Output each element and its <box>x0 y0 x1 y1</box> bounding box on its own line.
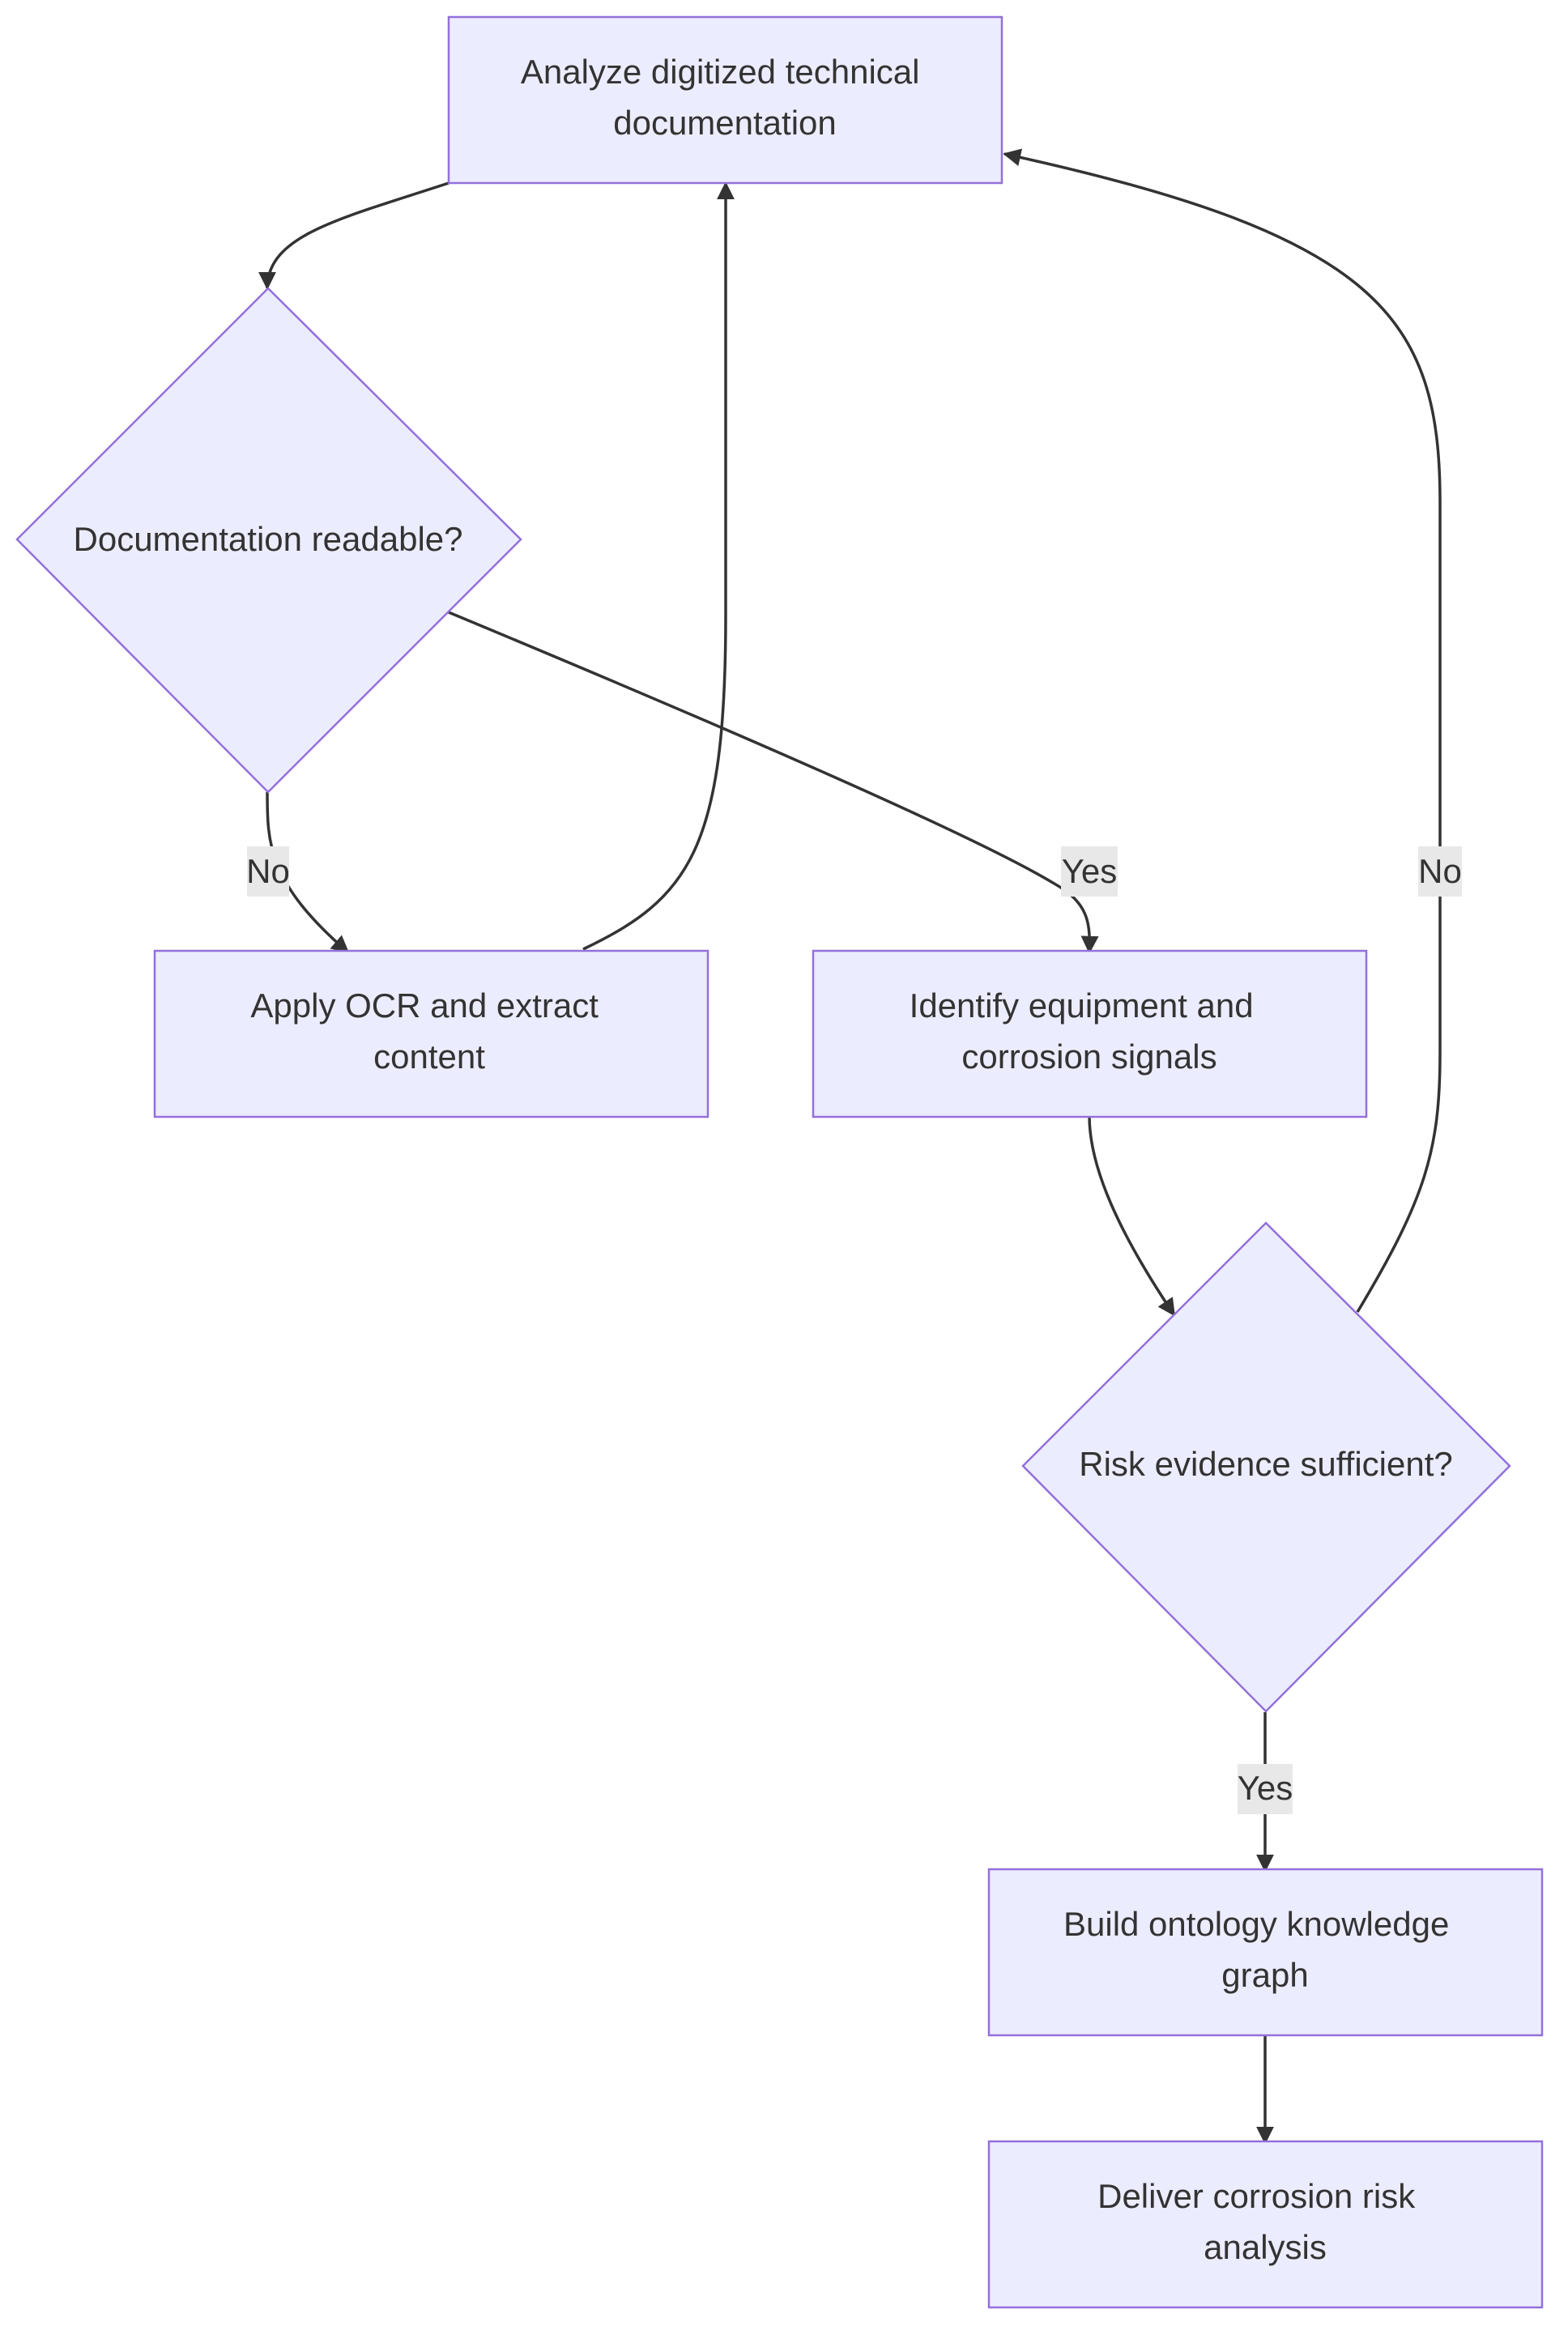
edge-ocr-to-analyze <box>582 181 735 951</box>
node-identify-equipment: Identify equipment and corrosion signals <box>812 949 1368 1118</box>
svg-text:Identify equipment and c: Identify equipment and corrosion signals <box>910 986 1263 1076</box>
node-build-ontology: Build ontology knowledge graph <box>987 1868 1544 2037</box>
svg-text:Risk evidence sufficient?: Risk evidence sufficient? <box>1079 1445 1452 1483</box>
edge-label-risk-no: No <box>1418 846 1462 897</box>
svg-text:Documentation readable?: Documentation readable? <box>74 520 463 558</box>
svg-text:Yes: Yes <box>1238 1769 1293 1807</box>
node-deliver-analysis: Deliver corrosion risk analysis <box>987 2140 1544 2309</box>
edge-readable-to-identify <box>448 611 1099 954</box>
svg-text:Analyze digitized technical: Analyze digitized technical documentatio… <box>521 53 929 142</box>
edge-analyze-to-readable <box>258 181 450 290</box>
node-analyze-documentation: Analyze digitized technical documentatio… <box>447 15 1003 185</box>
edge-label-readable-yes: Yes <box>1061 846 1118 897</box>
svg-text:No: No <box>1418 852 1462 890</box>
edge-label-readable-no: No <box>246 846 290 897</box>
svg-text:Yes: Yes <box>1062 852 1118 890</box>
edge-identify-to-risk <box>1088 1115 1176 1317</box>
edge-label-risk-yes: Yes <box>1238 1764 1293 1814</box>
decision-documentation-readable: Documentation readable? <box>15 287 522 794</box>
svg-text:No: No <box>246 852 290 890</box>
edge-risk-to-analyze <box>1003 148 1442 1313</box>
decision-risk-evidence: Risk evidence sufficient? <box>1021 1221 1511 1713</box>
svg-text:Deliver corrosion risk a: Deliver corrosion risk analysis <box>1097 2177 1425 2266</box>
node-apply-ocr: Apply OCR and extract content <box>153 949 709 1118</box>
svg-text:Build ontology knowledge: Build ontology knowledge graph <box>1063 1905 1459 1994</box>
svg-text:Apply OCR and extract co: Apply OCR and extract content <box>250 986 607 1076</box>
